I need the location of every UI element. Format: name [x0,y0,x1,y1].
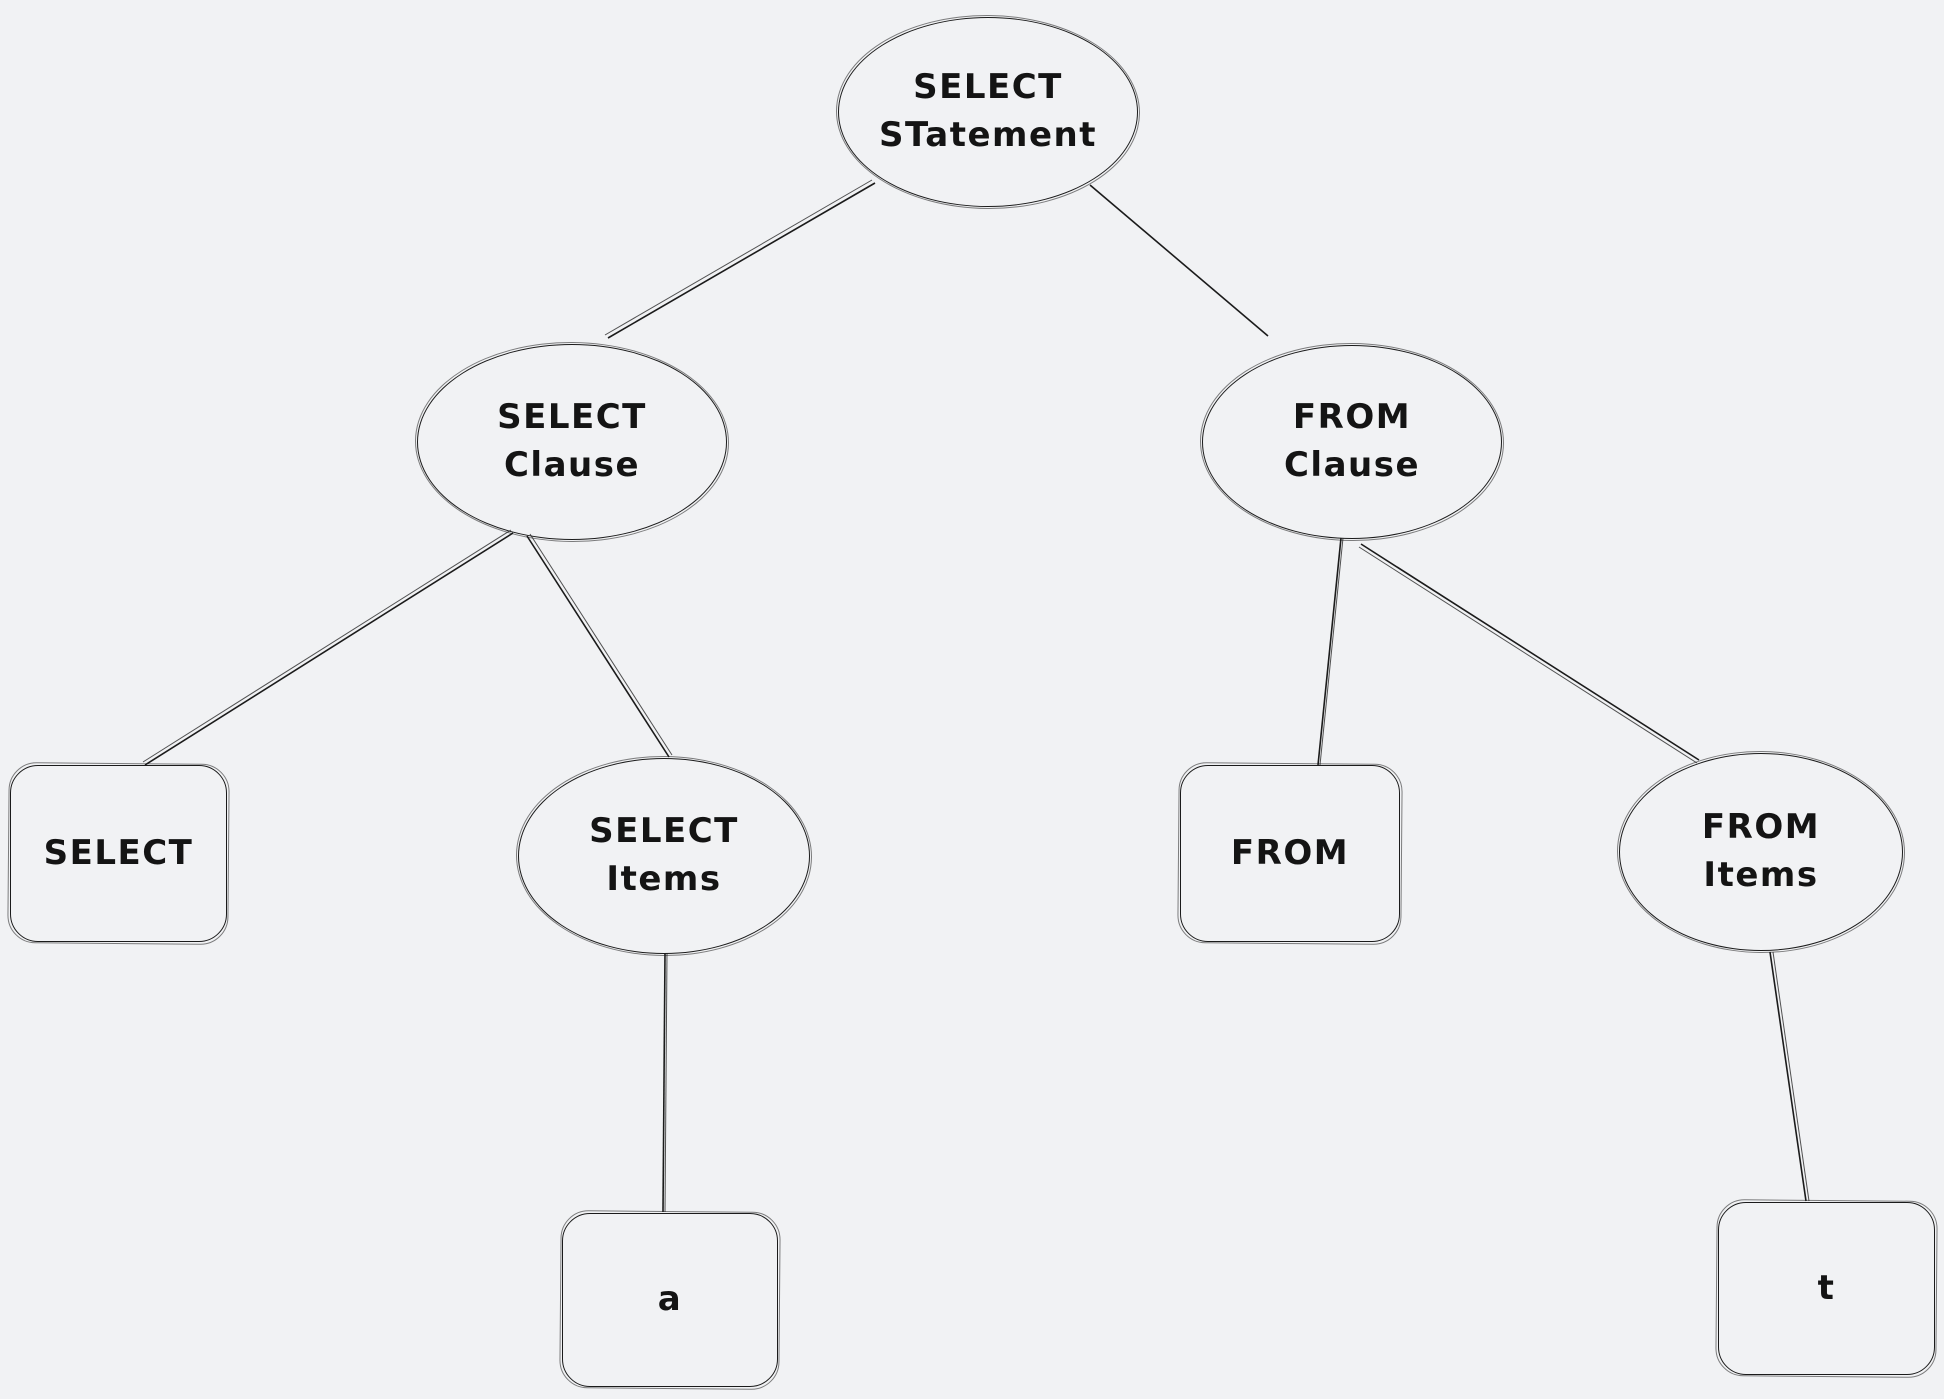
node-select-items[interactable]: SELECT Items [518,758,810,954]
edge-from-clause-from-keyword [1317,537,1344,766]
node-from-clause[interactable]: FROM Clause [1202,345,1502,539]
edge-select-clause-select-items [526,533,673,758]
node-select-items-label-line1: SELECT [589,811,739,852]
edge-from-items-t-item [1769,951,1810,1202]
edge-select-clause-select-keyword [142,529,514,766]
node-select-clause-label-line1: SELECT [497,397,647,438]
node-select-items-label-line2: Items [606,859,722,899]
node-from-keyword[interactable]: FROM [1180,765,1400,942]
edge-from-clause-from-items [1358,543,1700,764]
node-select-clause[interactable]: SELECT Clause [417,344,727,540]
node-from-items-label-line2: Items [1703,855,1819,895]
node-select-statement-label-line2: STatement [879,115,1097,155]
node-from-items[interactable]: FROM Items [1619,753,1903,951]
node-t-item-label: t [1817,1267,1836,1308]
node-a-item-label: a [657,1279,683,1320]
edge-select-statement-from-clause [1089,184,1269,337]
node-t-item[interactable]: t [1718,1202,1935,1375]
node-from-keyword-label: FROM [1230,832,1350,873]
node-select-keyword[interactable]: SELECT [10,765,227,942]
edge-select-statement-select-clause [604,179,876,339]
node-from-items-label-line1: FROM [1701,807,1821,848]
node-select-statement-label-line1: SELECT [913,67,1063,108]
node-select-keyword-label: SELECT [43,832,194,873]
node-from-clause-label-line2: Clause [1283,445,1421,485]
node-a-item[interactable]: a [562,1213,778,1387]
node-select-clause-label-line2: Clause [503,445,641,485]
edge-select-items-a-item [662,952,668,1213]
node-select-statement[interactable]: SELECT STatement [838,17,1138,207]
node-from-clause-label-line1: FROM [1292,397,1412,438]
